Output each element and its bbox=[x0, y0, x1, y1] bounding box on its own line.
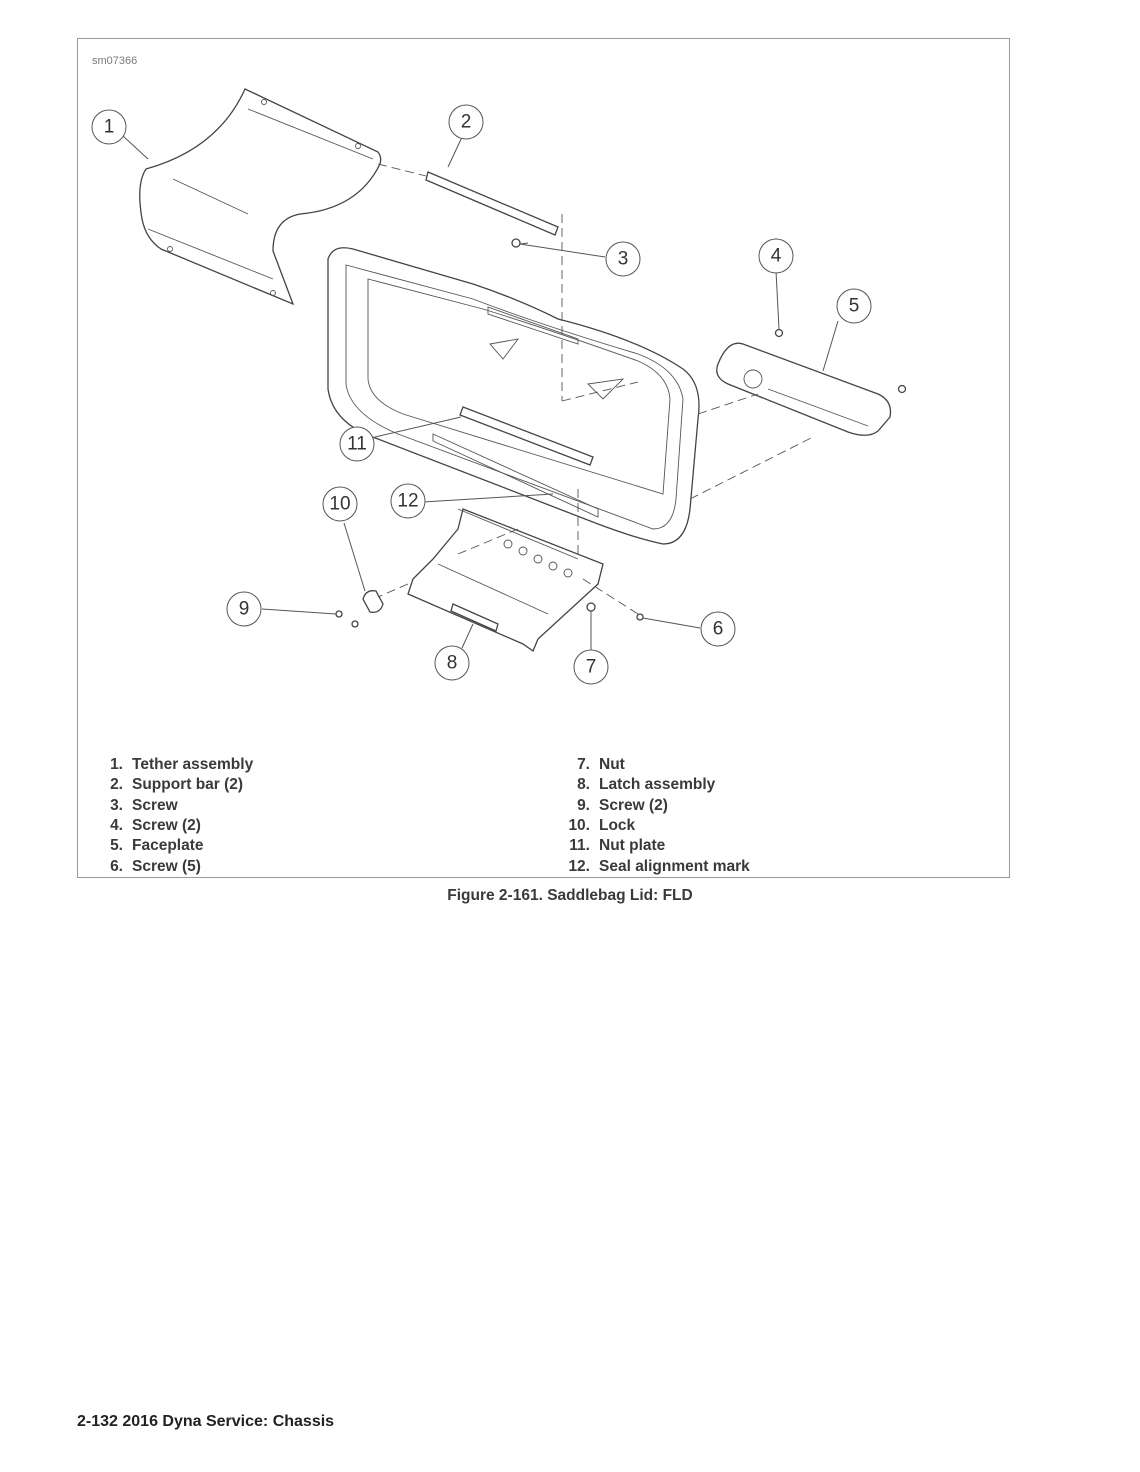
callout-number: 11 bbox=[347, 434, 367, 455]
legend-item: 1. Tether assembly bbox=[101, 755, 253, 775]
callout-number: 1 bbox=[104, 117, 115, 138]
saddlebag-lid-body bbox=[327, 247, 700, 545]
page-footer: 2-132 2016 Dyna Service: Chassis bbox=[77, 1413, 335, 1430]
legend-item: 4. Screw (2) bbox=[101, 816, 253, 836]
legend-number: 2. bbox=[110, 776, 123, 794]
callout-4: 4 bbox=[758, 238, 794, 274]
legend-label: Screw bbox=[132, 796, 178, 814]
callout-number: 2 bbox=[461, 112, 472, 133]
callout-number: 6 bbox=[713, 619, 724, 640]
legend-label: Seal alignment mark bbox=[599, 857, 750, 875]
legend-item: 9. Screw (2) bbox=[568, 796, 750, 816]
callout-8: 8 bbox=[434, 645, 470, 681]
callout-12: 12 bbox=[390, 483, 426, 519]
callout-number: 8 bbox=[447, 653, 458, 674]
support-bar-part bbox=[425, 171, 559, 236]
screw-part-6 bbox=[636, 613, 644, 621]
legend-label: Screw (5) bbox=[132, 857, 201, 875]
lock-part bbox=[362, 590, 384, 613]
legend-label: Screw (2) bbox=[132, 817, 201, 835]
legend-number: 12. bbox=[568, 857, 590, 875]
exploded-view-illustration: 1 2 3 4 5 6 7 8 bbox=[91, 88, 907, 685]
callout-1: 1 bbox=[91, 109, 127, 145]
screw-part-4 bbox=[774, 328, 907, 394]
screw-part-9 bbox=[335, 610, 359, 628]
legend-number: 3. bbox=[110, 796, 123, 814]
legend-label: Faceplate bbox=[132, 837, 204, 855]
callout-number: 3 bbox=[618, 249, 629, 270]
legend-right-column: 7. Nut 8. Latch assembly 9. Screw (2) 10. Lo… bbox=[568, 755, 750, 877]
legend-left-column: 1. Tether assembly 2. Support bar (2) 3. Sc… bbox=[101, 755, 253, 877]
callout-7: 7 bbox=[573, 649, 609, 685]
legend-number: 10. bbox=[568, 817, 590, 835]
legend-number: 7. bbox=[577, 756, 590, 774]
callout-9: 9 bbox=[226, 591, 262, 627]
legend-number: 1. bbox=[110, 756, 123, 774]
callout-number: 9 bbox=[239, 599, 250, 620]
legend-label: Latch assembly bbox=[599, 776, 716, 794]
faceplate-part bbox=[716, 342, 892, 436]
legend-item: 12. Seal alignment mark bbox=[568, 856, 750, 876]
callout-11: 11 bbox=[339, 426, 375, 462]
latch-assembly-part bbox=[407, 508, 604, 652]
legend-item: 11. Nut plate bbox=[568, 836, 750, 856]
legend-label: Lock bbox=[599, 817, 636, 835]
callout-2: 2 bbox=[448, 104, 484, 140]
callout-number: 5 bbox=[849, 296, 860, 317]
legend-label: Nut plate bbox=[599, 837, 666, 855]
callout-number: 12 bbox=[397, 491, 418, 512]
legend-number: 4. bbox=[110, 817, 123, 835]
legend-label: Nut bbox=[599, 756, 625, 774]
legend-number: 5. bbox=[110, 837, 123, 855]
legend-item: 7. Nut bbox=[568, 755, 750, 775]
nut-plate-part bbox=[459, 406, 594, 466]
callout-number: 4 bbox=[771, 246, 782, 267]
callout-3: 3 bbox=[605, 241, 641, 277]
legend-item: 3. Screw bbox=[101, 796, 253, 816]
legend-number: 8. bbox=[577, 776, 590, 794]
legend-label: Support bar (2) bbox=[132, 776, 244, 794]
nut-part bbox=[586, 602, 596, 612]
legend-item: 8. Latch assembly bbox=[568, 775, 750, 795]
legend-label: Tether assembly bbox=[132, 756, 254, 774]
legend-number: 9. bbox=[577, 796, 590, 814]
callout-number: 7 bbox=[586, 657, 597, 678]
figure-frame: sm07366 bbox=[77, 38, 1010, 878]
figure-caption: Figure 2-161. Saddlebag Lid: FLD bbox=[447, 887, 693, 904]
callout-number: 10 bbox=[329, 494, 350, 515]
tether-assembly-part bbox=[139, 88, 382, 306]
legend-item: 5. Faceplate bbox=[101, 836, 253, 856]
leader-lines bbox=[122, 134, 839, 650]
alignment-lines bbox=[377, 163, 814, 615]
legend-label: Screw (2) bbox=[599, 796, 668, 814]
legend-number: 11. bbox=[569, 837, 590, 855]
legend-item: 6. Screw (5) bbox=[101, 856, 253, 876]
screw-part-3 bbox=[511, 238, 529, 248]
legend-item: 10. Lock bbox=[568, 816, 750, 836]
callout-10: 10 bbox=[322, 486, 358, 522]
legend-number: 6. bbox=[110, 857, 123, 875]
callout-6: 6 bbox=[700, 611, 736, 647]
figure-id: sm07366 bbox=[92, 55, 138, 67]
legend-item: 2. Support bar (2) bbox=[101, 775, 253, 795]
callout-5: 5 bbox=[836, 288, 872, 324]
